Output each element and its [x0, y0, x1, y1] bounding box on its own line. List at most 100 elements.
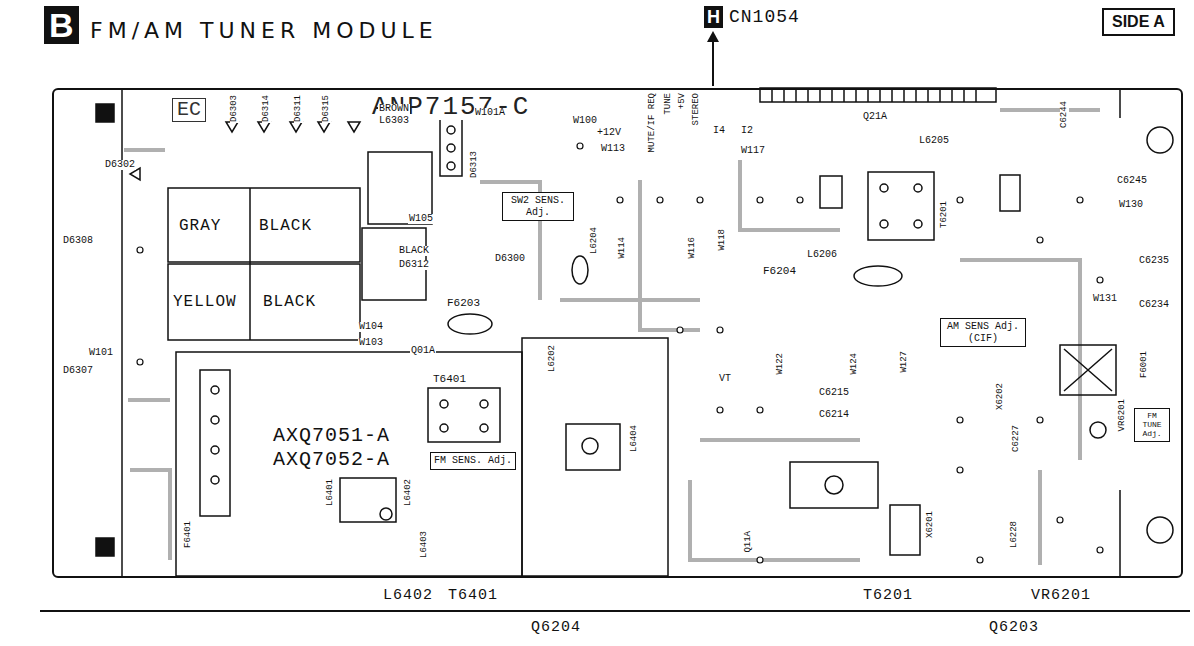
silkscreen-label: W104 — [358, 322, 384, 332]
silkscreen-label: W118 — [718, 228, 727, 252]
silkscreen-label: C6235 — [1138, 256, 1170, 266]
silkscreen-label: D6315 — [322, 94, 331, 123]
box-text: FM TUNE Adj. — [1137, 411, 1167, 439]
connector-badge: H — [704, 6, 723, 28]
silkscreen-label: F6204 — [762, 266, 797, 277]
silkscreen-label: BLACK — [258, 218, 313, 234]
silkscreen-label: C6234 — [1138, 300, 1170, 310]
silkscreen-label: L6205 — [918, 136, 950, 146]
silkscreen-label: W117 — [740, 146, 766, 156]
connector-arrow — [707, 31, 719, 86]
silkscreen-label: D6303 — [230, 94, 239, 123]
adjust-box: SW2 SENS. Adj. — [502, 192, 574, 221]
silkscreen-label: BROWN — [378, 104, 410, 114]
silkscreen-label: L6404 — [630, 424, 639, 453]
silkscreen-label: D6312 — [398, 260, 430, 270]
silkscreen-label: X6201 — [926, 510, 935, 539]
box-text: SW2 SENS. Adj. — [506, 195, 570, 218]
silkscreen-label: T6401 — [432, 374, 467, 385]
silkscreen-label: L6401 — [326, 478, 335, 507]
silkscreen-label: C6227 — [1012, 424, 1021, 453]
silkscreen-label: D6302 — [104, 160, 136, 170]
side-box: SIDE A — [1102, 8, 1175, 36]
adjust-box: FM SENS. Adj. — [430, 452, 516, 470]
adjust-box: AM SENS Adj.(CIF) — [940, 318, 1026, 347]
silkscreen-label: W122 — [776, 352, 785, 376]
silkscreen-label: TUNE — [664, 92, 673, 116]
silkscreen-label: C6245 — [1116, 176, 1148, 186]
box-text: AM SENS Adj.(CIF) — [944, 321, 1022, 344]
baseline-rule — [40, 610, 1190, 612]
silkscreen-label: +5V — [678, 92, 687, 110]
silkscreen-label: BLACK — [398, 246, 430, 256]
silkscreen-label: W105 — [408, 214, 434, 224]
silkscreen-label: VR6201 — [1118, 398, 1127, 432]
silkscreen-label: D6314 — [262, 94, 271, 123]
silkscreen-label: W130 — [1118, 200, 1144, 210]
silkscreen-label: W101A — [474, 108, 506, 118]
silkscreen-label: F6001 — [1140, 350, 1149, 379]
silkscreen-label: D6313 — [470, 150, 479, 179]
part-callout: Q6203 — [988, 620, 1040, 635]
silkscreen-label: W103 — [358, 338, 384, 348]
silkscreen-label: C6214 — [818, 410, 850, 420]
silkscreen-label: D6308 — [62, 236, 94, 246]
part-callout: T6401 — [447, 588, 499, 603]
silkscreen-label: VT — [718, 374, 732, 384]
silkscreen-label: STEREO — [692, 92, 701, 126]
silkscreen-label: AXQ7052-A — [272, 450, 391, 470]
silkscreen-label: W131 — [1092, 294, 1118, 304]
silkscreen-label: YELLOW — [172, 294, 238, 310]
silkscreen-label: AXQ7051-A — [272, 426, 391, 446]
silkscreen-label: L6206 — [806, 250, 838, 260]
diagram-title: FM/AM TUNER MODULE — [90, 18, 438, 43]
part-callout: L6402 — [382, 588, 434, 603]
silkscreen-label: GRAY — [178, 218, 222, 234]
box-text: EC — [177, 99, 201, 121]
silkscreen-label: L6204 — [590, 226, 599, 255]
silkscreen-label: L6403 — [420, 530, 429, 559]
silkscreen-label: C6244 — [1060, 100, 1069, 129]
silkscreen-label: C6215 — [818, 388, 850, 398]
box-text: B — [49, 6, 74, 44]
part-callout: CN1054 — [728, 8, 801, 26]
silkscreen-label: BLACK — [262, 294, 317, 310]
box-text: FM SENS. Adj. — [434, 455, 512, 467]
silkscreen-label: W113 — [600, 144, 626, 154]
section-badge: B — [44, 6, 79, 44]
silkscreen-label: W127 — [900, 350, 909, 374]
pcb-board: ANP7157-CECSW2 SENS. Adj.FM SENS. Adj.AM… — [52, 88, 1183, 578]
silkscreen-label: F6401 — [184, 520, 193, 549]
silkscreen-label: F6203 — [446, 298, 481, 309]
silkscreen-label: W114 — [618, 236, 627, 260]
box-text: SIDE A — [1112, 13, 1165, 31]
silkscreen-label: D6311 — [294, 94, 303, 123]
silkscreen-label: D6307 — [62, 366, 94, 376]
silkscreen-label: I2 — [740, 126, 754, 136]
adjust-box: FM TUNE Adj. — [1134, 408, 1170, 442]
silkscreen-label: L6202 — [548, 344, 557, 373]
component-outlines — [96, 88, 1173, 576]
silkscreen-label: W124 — [850, 352, 859, 376]
solder-pads — [137, 143, 1103, 563]
silkscreen-label: W101 — [88, 348, 114, 358]
silkscreen-label: W100 — [572, 116, 598, 126]
silkscreen-label: T6201 — [940, 200, 949, 229]
part-callout: VR6201 — [1030, 588, 1092, 603]
ec-mark: EC — [172, 98, 206, 122]
silkscreen-label: D6300 — [494, 254, 526, 264]
part-callout: Q6204 — [530, 620, 582, 635]
part-callout: T6201 — [862, 588, 914, 603]
silkscreen-label: Q11A — [744, 530, 753, 554]
silkscreen-label: Q21A — [862, 112, 888, 122]
silkscreen-label: Q01A — [410, 346, 436, 356]
silkscreen-label: L6228 — [1010, 520, 1019, 549]
silkscreen-label: L6402 — [404, 478, 413, 507]
silkscreen-label: X6202 — [996, 382, 1005, 411]
box-text: H — [707, 6, 720, 28]
silkscreen-label: L6303 — [378, 116, 410, 126]
silkscreen-label: +12V — [596, 128, 622, 138]
silkscreen-label: W116 — [688, 236, 697, 260]
silkscreen-label: I4 — [712, 126, 726, 136]
silkscreen-label: MUTE/IF REQ — [648, 92, 657, 153]
